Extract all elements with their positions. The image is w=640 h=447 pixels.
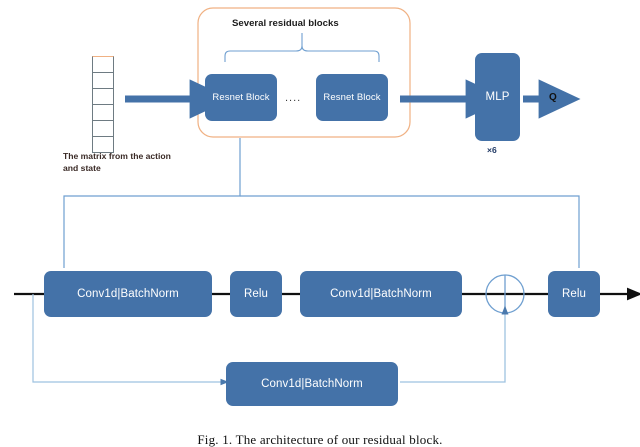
conv1d-batchnorm-skip-label: Conv1d|BatchNorm (261, 378, 363, 390)
several-residual-blocks-label: Several residual blocks (232, 18, 339, 29)
mlp-block[interactable]: MLP (475, 53, 520, 141)
relu-1-label: Relu (243, 288, 269, 300)
resnet-block-1[interactable]: Resnet Block (205, 74, 277, 121)
figure-caption: Fig. 1. The architecture of our residual… (197, 432, 443, 447)
resnet-block-2-label: Resnet Block (323, 92, 381, 103)
conv1d-batchnorm-skip[interactable]: Conv1d|BatchNorm (226, 362, 398, 406)
skip-line-left (32, 294, 229, 386)
matrix-cell (92, 72, 114, 89)
mlp-repeat-label: ×6 (487, 145, 497, 155)
conv1d-batchnorm-2-label: Conv1d|BatchNorm (330, 288, 432, 300)
skip-line-right (400, 305, 509, 383)
expansion-connector (63, 138, 241, 268)
conv1d-batchnorm-2[interactable]: Conv1d|BatchNorm (300, 271, 462, 317)
matrix-cell (92, 88, 114, 105)
matrix-cell (92, 120, 114, 137)
matrix-cell (92, 136, 114, 153)
relu-2-label: Relu (561, 288, 587, 300)
conv1d-batchnorm-1-label: Conv1d|BatchNorm (77, 288, 179, 300)
matrix-cell (92, 56, 114, 73)
expansion-connector-right (240, 195, 580, 268)
several-residual-blocks-container (197, 7, 411, 138)
input-matrix (92, 56, 114, 153)
matrix-cell (92, 104, 114, 121)
resnet-blocks-ellipsis: .... (285, 92, 302, 104)
conv1d-batchnorm-1[interactable]: Conv1d|BatchNorm (44, 271, 212, 317)
input-matrix-caption: The matrix from the action and state (63, 151, 171, 173)
relu-1[interactable]: Relu (230, 271, 282, 317)
resnet-block-1-label: Resnet Block (212, 92, 270, 103)
mlp-label: MLP (485, 91, 510, 103)
relu-2[interactable]: Relu (548, 271, 600, 317)
resnet-block-2[interactable]: Resnet Block (316, 74, 388, 121)
output-q-label: Q (549, 92, 557, 103)
brace-over-resnet-blocks (224, 40, 380, 62)
